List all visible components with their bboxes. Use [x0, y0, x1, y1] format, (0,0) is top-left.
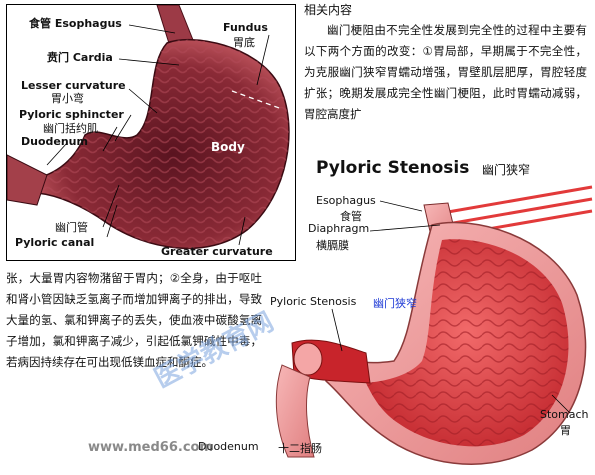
label-diaphragm-en: Diaphragm: [308, 222, 370, 235]
stomach-anatomy-illustration: [7, 5, 290, 249]
stomach-anatomy-figure: 食管 Esophagus Fundus 胃底 贲门 Cardia Lesser …: [6, 4, 296, 261]
label-pyloric-sphincter-en: Pyloric sphincter: [19, 108, 124, 121]
label-duodenum: Duodenum: [21, 135, 88, 148]
label-esophagus-en: Esophagus: [316, 194, 376, 207]
label-pyloric-sphincter-cn: 幽门括约肌: [43, 122, 98, 135]
label-fundus-en: Fundus: [223, 21, 268, 34]
label-cardia: 贲门 Cardia: [47, 51, 113, 64]
related-content-heading: 相关内容: [304, 3, 353, 17]
label-stomach-en: Stomach: [540, 408, 589, 421]
paragraph-left: 张，大量胃内容物潴留于胃内；②全身，由于呕吐和肾小管因缺乏氢离子而增加钾离子的排…: [6, 271, 262, 369]
label-lesser-curvature-cn: 胃小弯: [51, 92, 84, 105]
label-esophagus-cn: 食管: [340, 210, 362, 223]
label-lesser-curvature-en: Lesser curvature: [21, 79, 126, 92]
label-greater-curvature: Greater curvature: [161, 245, 273, 258]
figure2-title-en: Pyloric Stenosis: [316, 158, 470, 178]
label-duodenum-cn: 十二指肠: [278, 442, 322, 455]
label-duodenum-en: Duodenum: [198, 440, 259, 453]
paragraph-right: 幽门梗阻由不完全性发展到完全性的过程中主要有以下两个方面的改变：①胃局部，早期属…: [304, 23, 587, 121]
label-diaphragm-cn: 横膈膜: [316, 239, 349, 252]
label-stenosis-en: Pyloric Stenosis: [270, 295, 357, 308]
label-pyloric-canal-en: Pyloric canal: [15, 236, 95, 249]
pyloric-stenosis-illustration: [275, 185, 593, 465]
label-esophagus: 食管 Esophagus: [29, 17, 122, 30]
label-pyloric-canal-cn: 幽门管: [55, 221, 88, 234]
label-body: Body: [211, 140, 245, 154]
label-stenosis-cn: 幽门狭窄: [373, 297, 417, 310]
label-stomach-cn: 胃: [560, 424, 571, 437]
watermark-url: www.med66.com: [88, 440, 214, 455]
figure2-title-cn: 幽门狭窄: [482, 163, 531, 177]
label-fundus-cn: 胃底: [233, 36, 255, 49]
